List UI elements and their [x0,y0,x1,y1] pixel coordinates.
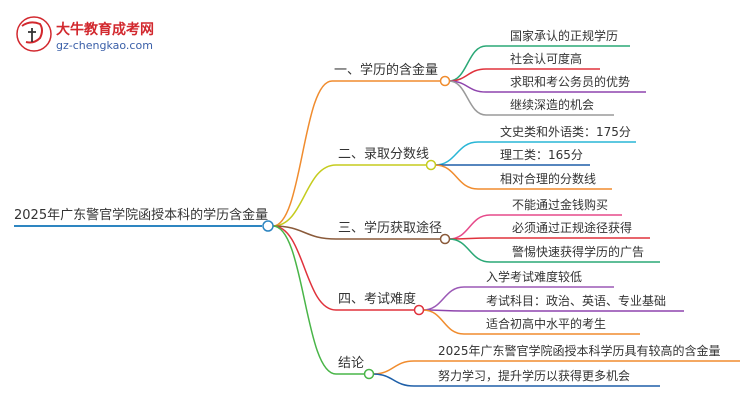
branch-connector-dot-0 [439,75,451,87]
edge-branch-4-leaf-1 [372,373,415,387]
leaf-label-0-2: 求职和考公务员的优势 [510,74,630,89]
leaf-label-1-0: 文史类和外语类：175分 [500,124,631,139]
branch-node-2: 三、学历获取途径 [336,220,451,245]
edge-root-branch-3 [272,225,337,311]
leaf-node-2-0: 不能通过金钱购买 [490,197,622,216]
edge-branch-2-leaf-2 [448,238,491,263]
root-connector-dot [262,220,274,232]
edge-branch-2-leaf-0 [448,214,491,240]
edge-branch-0-leaf-3 [448,80,487,116]
edge-branch-3-leaf-0 [422,286,465,311]
branch-connector-dot-4 [363,368,375,380]
logo-url: gz-chengkao.com [56,39,153,52]
edge-root-branch-4 [272,225,337,375]
leaf-node-3-1: 考试科目：政治、英语、专业基础 [464,293,684,312]
leaf-node-1-0: 文史类和外语类：175分 [478,124,636,143]
leaf-label-2-1: 必须通过正规途径获得 [512,220,632,235]
leaf-label-4-1: 努力学习，提升学历以获得更多机会 [438,368,630,383]
leaf-label-2-0: 不能通过金钱购买 [512,197,608,212]
leaf-node-3-0: 入学考试难度较低 [464,269,614,288]
branch-node-4: 结论 [336,356,375,380]
branch-node-0: 一、学历的含金量 [332,62,451,87]
branch-connector-dot-2 [439,233,451,245]
edge-branch-4-leaf-0 [372,360,415,375]
edge-branch-3-leaf-2 [422,309,465,335]
leaf-node-1-2: 相对合理的分数线 [478,171,612,190]
leaf-label-3-0: 入学考试难度较低 [486,269,582,284]
edge-root-branch-2 [272,225,337,240]
root-node: 2025年广东警官学院函授本科的学历含金量 [14,207,274,232]
leaf-label-1-1: 理工类：165分 [500,148,583,162]
leaf-label-4-0: 2025年广东警官学院函授本科学历具有较高的含金量 [438,343,721,358]
leaf-node-2-2: 警惕快速获得学历的广告 [490,244,660,263]
branch-node-1: 二、录取分数线 [336,147,437,171]
leaf-label-0-3: 继续深造的机会 [510,97,594,112]
leaf-node-2-1: 必须通过正规途径获得 [490,220,650,239]
leaf-node-0-0: 国家承认的正规学历 [486,28,630,47]
branch-label-1: 二、录取分数线 [338,147,429,162]
branch-label-4: 结论 [338,356,364,371]
mindmap-edges [272,45,491,387]
leaf-label-1-2: 相对合理的分数线 [500,171,596,186]
logo-mark-icon [16,16,52,52]
logo: 大牛教育成考网 gz-chengkao.com [16,16,154,52]
leaf-node-0-3: 继续深造的机会 [486,97,614,116]
leaf-label-0-0: 国家承认的正规学历 [510,28,618,43]
edge-root-branch-1 [272,164,337,227]
root-label: 2025年广东警官学院函授本科的学历含金量 [14,207,268,223]
leaf-node-1-1: 理工类：165分 [478,148,590,166]
branch-label-2: 三、学历获取途径 [338,220,442,236]
edge-root-branch-0 [272,80,333,227]
leaf-node-4-1: 努力学习，提升学历以获得更多机会 [414,368,660,387]
logo-title: 大牛教育成考网 [56,21,154,38]
leaf-label-2-2: 警惕快速获得学历的广告 [512,244,644,259]
leaf-node-4-0: 2025年广东警官学院函授本科学历具有较高的含金量 [414,343,740,362]
branch-connector-dot-3 [413,304,425,316]
edge-branch-1-leaf-2 [434,164,479,190]
leaf-node-0-1: 社会认可度高 [486,51,600,70]
leaf-label-3-2: 适合初高中水平的考生 [486,316,606,331]
branch-label-3: 四、考试难度 [338,291,416,307]
edge-branch-1-leaf-0 [434,141,479,166]
branch-node-3: 四、考试难度 [336,291,425,316]
branch-connector-dot-1 [425,159,437,171]
leaf-label-0-1: 社会认可度高 [510,51,582,66]
leaf-node-3-2: 适合初高中水平的考生 [464,316,640,335]
leaf-label-3-1: 考试科目：政治、英语、专业基础 [486,293,666,308]
branch-label-0: 一、学历的含金量 [334,62,438,78]
leaf-node-0-2: 求职和考公务员的优势 [486,74,646,93]
